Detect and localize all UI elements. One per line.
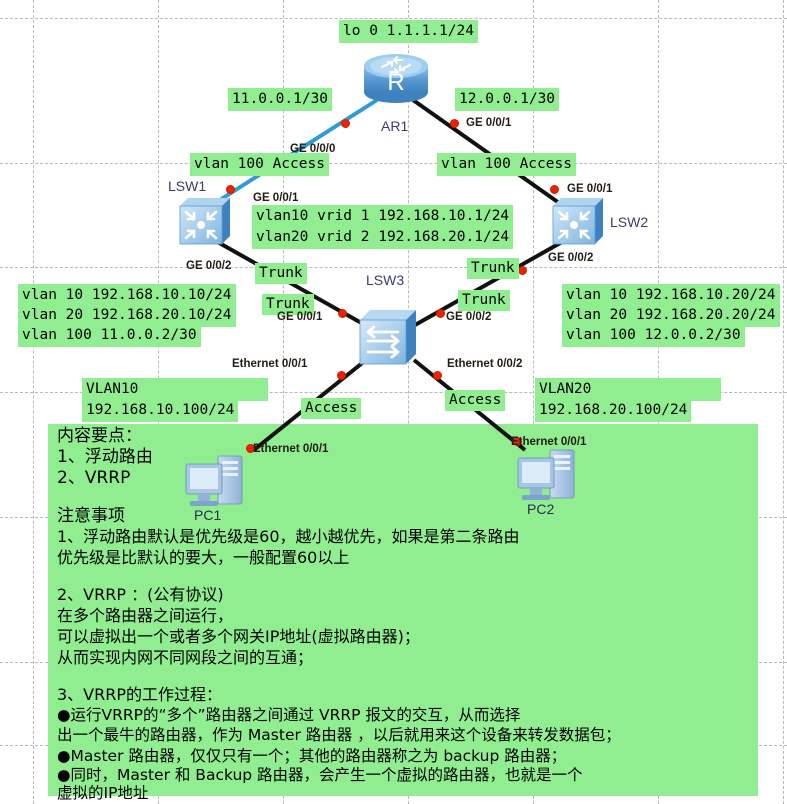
port-dot: [226, 185, 235, 194]
device-label-lsw2: LSW2: [610, 214, 649, 230]
device-icon-switch-lsw2[interactable]: [545, 196, 607, 255]
notes-vrrp-line2: 可以虚拟出一个或者多个网关IP地址(虚拟路由器)；: [57, 627, 420, 646]
port-label-pc1-eth001: Ethernet 0/0/1: [253, 443, 329, 455]
notes-process-3-line2: 虚拟的IP地址: [57, 784, 149, 802]
notes-process-1-line2: 出一个最牛的路由器，作为 Master 路由器 ，以后就用来这个设备来转发数据包…: [57, 726, 621, 744]
port-label-pc2-eth001: Ethernet 0/0/1: [511, 436, 587, 448]
notes-caution-1-line2: 优先级是比默认的要大，一般配置60以上: [57, 548, 350, 567]
annotation-ar1-right-ip: 12.0.0.1/30: [455, 88, 560, 111]
notes-process-3-line1: ●同时，Master 和 Backup 路由器，会产生一个虚拟的路由器，也就是一…: [57, 766, 583, 784]
device-icon-pc-pc2[interactable]: [510, 446, 582, 513]
annotation-ar1-left-ip: 11.0.0.1/30: [228, 88, 333, 111]
annotation-lsw1-vlan10: vlan 10 192.168.10.10/24: [18, 284, 236, 307]
annotation-lsw2-vlan10: vlan 10 192.168.10.20/24: [562, 284, 780, 307]
port-dot: [337, 371, 346, 380]
svg-text:R: R: [387, 69, 404, 96]
annotation-trunk-lsw2-upper: Trunk: [467, 258, 519, 279]
grid-line-vertical: [783, 0, 784, 804]
annotation-vlan20-name: VLAN20: [535, 378, 721, 401]
device-icon-pc-pc1[interactable]: [178, 452, 250, 519]
port-label-lsw2-ge001: GE 0/0/1: [567, 183, 613, 195]
notes-process-heading: 3、VRRP的工作过程：: [57, 685, 223, 704]
device-icon-switch-lsw3[interactable]: [352, 308, 422, 375]
annotation-vrrp-vlan20: vlan20 vrid 2 192.168.20.1/24: [252, 226, 514, 249]
annotation-lsw2-vlan20: vlan 20 192.168.20.20/24: [562, 304, 780, 327]
device-label-lsw3: LSW3: [366, 272, 405, 288]
grid-line-vertical: [33, 0, 34, 804]
port-dot: [450, 119, 459, 128]
notes-item-2: 2、VRRP: [57, 468, 131, 488]
annotation-access-left: Access: [301, 398, 362, 419]
annotation-vlan100-access-left: vlan 100 Access: [190, 153, 329, 176]
grid-line-horizontal: [0, 267, 787, 268]
annotation-vlan100-access-right: vlan 100 Access: [437, 153, 576, 176]
notes-caution-heading: 注意事项: [57, 506, 125, 526]
annotation-vlan20-ip: 192.168.20.100/24: [535, 399, 692, 422]
port-label-lsw1-ge002: GE 0/0/2: [186, 260, 232, 272]
port-dot: [433, 371, 442, 380]
annotation-vlan10-name: VLAN10: [82, 378, 268, 401]
port-dot: [436, 309, 445, 318]
port-dot: [341, 119, 350, 128]
notes-process-2: ●Master 路由器，仅仅只有一个；其他的路由器称之为 backup 路由器；: [57, 747, 567, 765]
notes-panel: [48, 424, 758, 796]
port-label-lsw3-ge001: GE 0/0/1: [277, 311, 323, 323]
port-dot: [513, 437, 522, 446]
port-label-lsw1-ge001: GE 0/0/1: [253, 192, 299, 204]
port-dot: [550, 185, 559, 194]
annotation-lsw2-vlan100: vlan 100 12.0.0.2/30: [562, 324, 745, 347]
annotation-trunk-lsw3-left: Trunk: [262, 294, 314, 315]
port-dot: [338, 309, 347, 318]
notes-vrrp-line1: 在多个路由器之间运行，: [57, 606, 234, 625]
grid-line-horizontal: [0, 18, 787, 19]
notes-caution-1-line1: 1、浮动路由默认是优先级是60，越小越优先，如果是第二条路由: [57, 527, 520, 546]
port-label-lsw3-eth001: Ethernet 0/0/1: [232, 358, 308, 370]
annotation-trunk-lsw3-right: Trunk: [458, 290, 510, 311]
device-icon-switch-lsw1[interactable]: [172, 196, 234, 255]
annotation-vrrp-vlan10: vlan10 vrid 1 192.168.10.1/24: [252, 205, 514, 228]
annotation-router-loopback: lo 0 1.1.1.1/24: [339, 20, 478, 43]
device-label-ar1: AR1: [381, 118, 409, 134]
port-dot: [246, 444, 255, 453]
device-label-pc1: PC1: [194, 507, 222, 523]
notes-item-1: 1、浮动路由: [57, 447, 153, 467]
annotation-lsw1-vlan100: vlan 100 11.0.0.2/30: [18, 324, 201, 347]
port-label-ar1-ge000: GE 0/0/0: [290, 143, 336, 155]
annotation-trunk-lsw1-upper: Trunk: [255, 263, 307, 284]
notes-vrrp-line3: 从而实现内网不同网段之间的互通；: [57, 648, 314, 667]
port-label-lsw3-ge002: GE 0/0/2: [446, 311, 492, 323]
port-label-lsw2-ge002: GE 0/0/2: [548, 252, 594, 264]
notes-process-1-line1: ●运行VRRP的“多个”路由器之间通过 VRRP 报文的交互，从而选择: [57, 706, 521, 724]
port-label-lsw3-eth002: Ethernet 0/0/2: [447, 358, 523, 370]
annotation-lsw1-vlan20: vlan 20 192.168.20.10/24: [18, 304, 236, 327]
notes-heading: 内容要点：: [57, 426, 142, 446]
device-icon-router-ar1[interactable]: R: [358, 50, 434, 113]
annotation-vlan10-ip: 192.168.10.100/24: [82, 399, 239, 422]
device-label-pc2: PC2: [527, 501, 555, 517]
port-label-ar1-ge001: GE 0/0/1: [466, 117, 512, 129]
device-label-lsw1: LSW1: [168, 178, 207, 194]
notes-vrrp-heading: 2、VRRP ：(公有协议): [57, 585, 224, 604]
annotation-access-right: Access: [445, 390, 506, 411]
port-dot: [518, 266, 527, 275]
grid-line-horizontal: [0, 163, 787, 164]
